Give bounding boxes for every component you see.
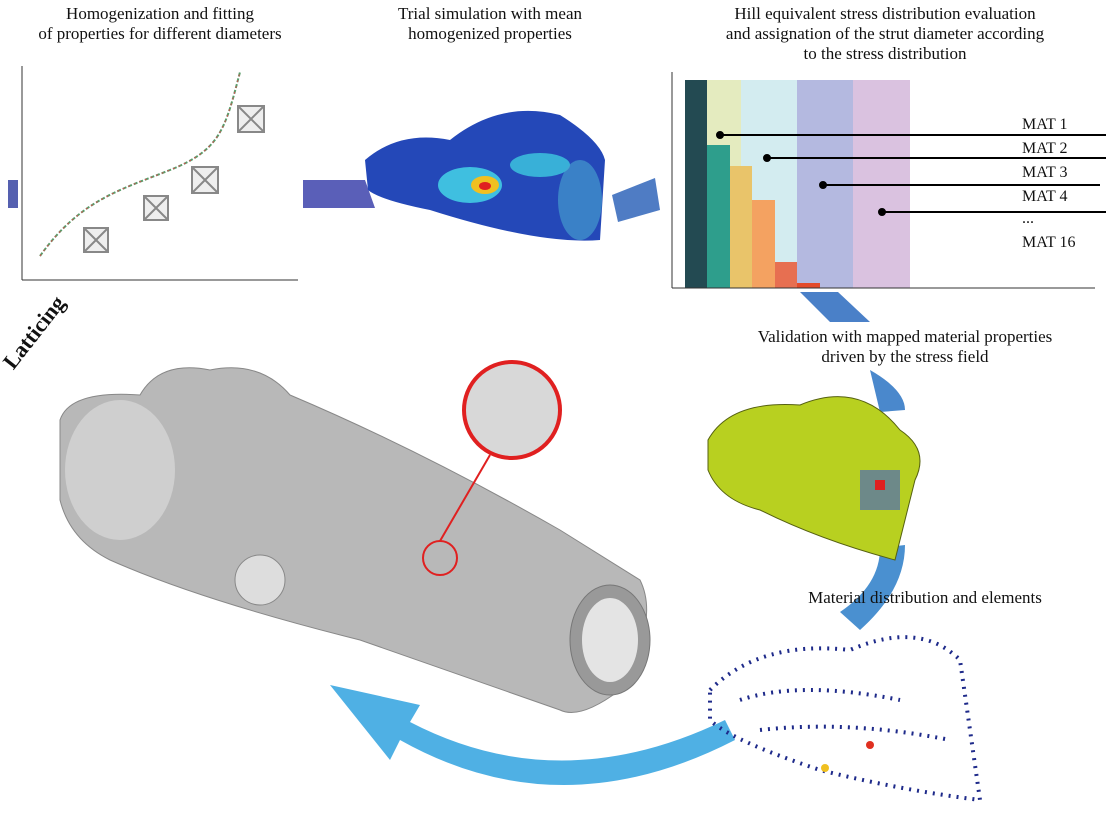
bar (775, 262, 797, 288)
bar (797, 283, 820, 288)
latticed-orthosis-model (59, 360, 651, 713)
bar (707, 145, 730, 288)
title-line: and assignation of the strut diameter ac… (725, 24, 1045, 43)
title-line: Hill equivalent stress distribution eval… (734, 4, 1036, 23)
fit-curve (39, 71, 241, 257)
title-line: Trial simulation with mean (397, 4, 582, 23)
arrow-latticing (330, 685, 735, 785)
arrow-1 (303, 180, 375, 208)
arrow-3 (800, 292, 870, 322)
step-title-hill: Hill equivalent stress distribution eval… (660, 4, 1110, 64)
title-line: homogenized properties (408, 24, 572, 43)
step-title-material: Material distribution and elements (808, 588, 1042, 607)
lattice-zoom-inset (462, 360, 562, 460)
bar (685, 80, 707, 288)
stress-distribution-chart (671, 72, 1106, 289)
fitting-chart (21, 66, 298, 281)
validation-mesh-model (707, 396, 921, 561)
title-line: driven by the stress field (821, 347, 989, 366)
arrow-5 (840, 545, 905, 630)
step-title-validation: Validation with mapped material properti… (700, 327, 1110, 367)
material-label: MAT 2 (1022, 140, 1068, 157)
material-label: MAT 16 (1022, 234, 1076, 251)
arrow-2 (612, 178, 660, 222)
material-label: MAT 1 (1022, 116, 1068, 133)
title-line: Validation with mapped material properti… (757, 327, 1053, 346)
material-label: ... (1022, 210, 1034, 227)
material-label: MAT 3 (1022, 164, 1068, 181)
bar (730, 166, 752, 288)
point-cloud-model (708, 635, 983, 803)
data-curve (39, 71, 241, 257)
title-line: of properties for different diameters (38, 24, 282, 43)
material-label: MAT 4 (1022, 188, 1068, 205)
arrow-stub (8, 180, 18, 208)
arrow-4 (870, 370, 905, 412)
title-line: to the stress distribution (803, 44, 967, 63)
trial-simulation-model (365, 110, 605, 241)
bar (752, 200, 775, 288)
title-line: Homogenization and fitting (66, 4, 254, 23)
lattice-cell-icons (83, 105, 265, 253)
